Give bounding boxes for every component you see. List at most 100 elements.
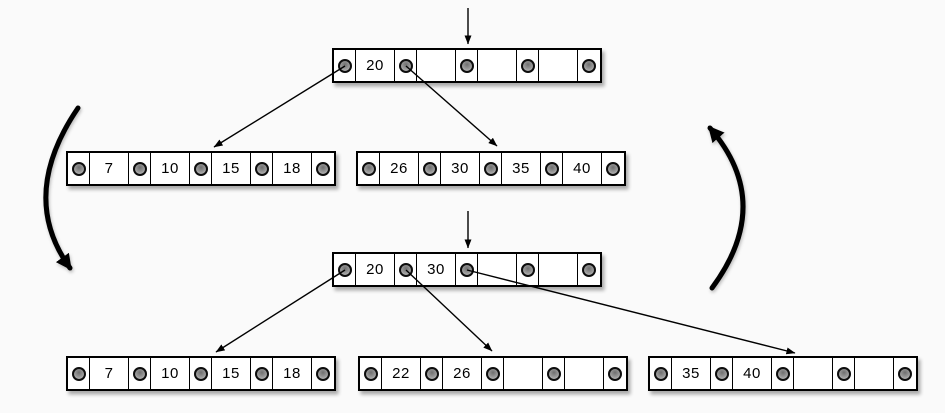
pointer-dot-icon [254,161,269,176]
btree-node-before-child-left: 7 10 15 18 [66,151,336,186]
key-cell: 40 [733,358,772,389]
pointer-cell [251,358,273,389]
pointer-cell [395,254,417,285]
pointer-dot-icon [193,366,208,381]
pointer-cell [334,50,356,81]
pointer-cell [711,358,733,389]
pointer-cell [190,153,212,184]
pointer-dot-icon [424,366,439,381]
pointer-cell [312,358,334,389]
pointer-cell [360,358,382,389]
pointer-cell [456,50,478,81]
pointer-dot-icon [898,366,912,381]
btree-node-before-root: 20 [332,48,602,83]
pointer-dot-icon [132,366,147,381]
key-cell [855,358,894,389]
pointer-cell [395,50,417,81]
key-cell: 15 [212,153,251,184]
pointer-dot-icon [316,161,330,176]
pointer-cell [68,153,90,184]
pointer-cell [480,153,502,184]
pointer-dot-icon [520,58,535,73]
key-cell: 18 [273,153,312,184]
key-cell: 26 [443,358,482,389]
pointer-cell [578,50,600,81]
pointer-cell [129,153,151,184]
pointer-dot-icon [254,366,269,381]
pointer-dot-icon [546,366,561,381]
pointer-cell [543,358,565,389]
key-cell: 7 [90,358,129,389]
key-cell: 10 [151,358,190,389]
key-cell: 30 [417,254,456,285]
pointer-dot-icon [606,161,620,176]
pointer-dot-icon [398,262,413,277]
key-cell: 35 [502,153,541,184]
pointer-cell [894,358,916,389]
pointer-dot-icon [653,366,668,381]
pointer-dot-icon [361,161,376,176]
pointer-dot-icon [337,262,352,277]
child-link-arrow-before-left [213,65,346,148]
key-cell: 18 [273,358,312,389]
key-cell [504,358,543,389]
pointer-dot-icon [459,58,474,73]
pointer-cell [312,153,334,184]
pointer-dot-icon [71,366,86,381]
pointer-dot-icon [582,262,596,277]
pointer-cell [602,153,624,184]
key-cell: 10 [151,153,190,184]
pointer-cell [541,153,563,184]
pointer-dot-icon [316,366,330,381]
key-cell: 20 [356,50,395,81]
pointer-cell [604,358,626,389]
pointer-dot-icon [544,161,559,176]
key-cell: 40 [563,153,602,184]
key-cell: 22 [382,358,421,389]
pointer-dot-icon [193,161,208,176]
pointer-cell [334,254,356,285]
key-cell [417,50,456,81]
pointer-dot-icon [582,58,596,73]
key-cell: 15 [212,358,251,389]
key-cell: 26 [380,153,419,184]
child-link-arrow-after-left [215,269,346,353]
pointer-cell [358,153,380,184]
pointer-dot-icon [520,262,535,277]
key-cell [794,358,833,389]
pointer-dot-icon [836,366,851,381]
cycle-arrow-left-down [43,105,81,271]
pointer-dot-icon [132,161,147,176]
key-cell: 30 [441,153,480,184]
key-cell: 35 [672,358,711,389]
pointer-dot-icon [483,161,498,176]
pointer-dot-icon [485,366,500,381]
pointer-cell [517,254,539,285]
pointer-cell [419,153,441,184]
btree-node-after-child-right: 35 40 [648,356,918,391]
cycle-arrow-right-up [707,125,746,291]
pointer-dot-icon [775,366,790,381]
key-cell [478,50,517,81]
key-cell: 7 [90,153,129,184]
btree-node-after-child-left: 7 10 15 18 [66,356,336,391]
key-cell [539,254,578,285]
pointer-dot-icon [422,161,437,176]
key-cell: 20 [356,254,395,285]
pointer-cell [129,358,151,389]
pointer-dot-icon [71,161,86,176]
btree-node-before-child-right: 26 30 35 40 [356,151,626,186]
key-cell [565,358,604,389]
pointer-cell [190,358,212,389]
btree-node-after-root: 20 30 [332,252,602,287]
pointer-cell [650,358,672,389]
pointer-dot-icon [714,366,729,381]
pointer-dot-icon [608,366,622,381]
key-cell [539,50,578,81]
pointer-dot-icon [398,58,413,73]
pointer-cell [421,358,443,389]
pointer-cell [772,358,794,389]
pointer-cell [456,254,478,285]
pointer-cell [482,358,504,389]
